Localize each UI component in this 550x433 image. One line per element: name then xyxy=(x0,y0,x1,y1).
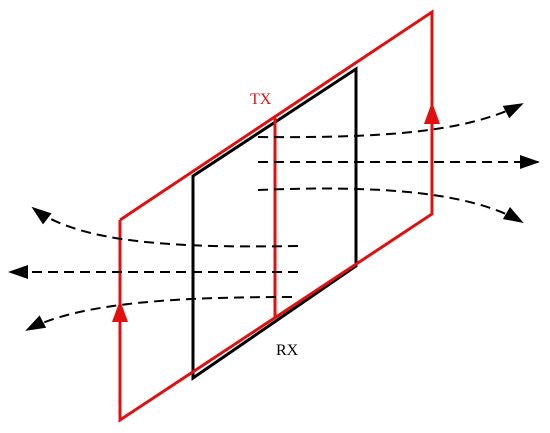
current-arrows xyxy=(112,102,440,322)
rx-coil-outline xyxy=(191,66,358,381)
flux-line-right-top xyxy=(257,103,524,139)
flux-lines xyxy=(8,103,540,331)
current-arrow-up-left xyxy=(112,300,128,322)
tx-label: TX xyxy=(250,91,272,108)
tx-coil-outline xyxy=(118,9,434,423)
flux-line-left-bottom xyxy=(25,296,293,331)
rx-label: RX xyxy=(276,342,299,359)
current-arrow-up-right xyxy=(424,102,440,124)
transmitter-coil xyxy=(118,9,434,423)
receiver-coil xyxy=(191,66,358,381)
flux-line-left-top xyxy=(31,206,299,248)
flux-line-right-bottom xyxy=(257,187,524,223)
